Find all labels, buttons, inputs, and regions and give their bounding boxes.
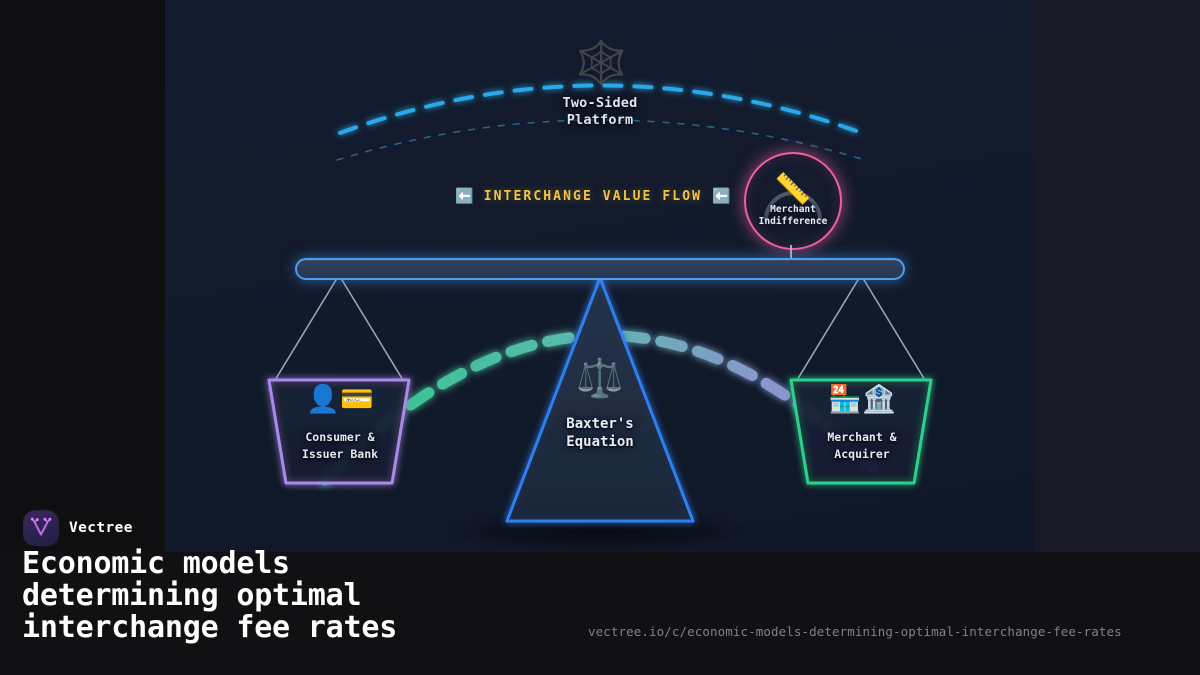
person-silhouette-icon: 👤: [306, 384, 340, 415]
fulcrum-label-line2: Equation: [566, 434, 634, 450]
platform-label: Two-Sided Platform: [470, 95, 730, 129]
right-pan-label-line1: Merchant &: [827, 430, 897, 444]
platform-label-line2: Platform: [566, 112, 634, 128]
right-pan-icons: 🏪🏦: [822, 383, 902, 417]
footer-background: [0, 552, 1200, 675]
left-pan-icons: 👤💳: [300, 383, 380, 417]
credit-card-icon: 💳: [340, 384, 374, 415]
vectree-logo-glyph: [30, 517, 52, 536]
merchant-indifference-label: Merchant Indifference: [736, 204, 850, 228]
page-title: Economic models determining optimal inte…: [22, 548, 662, 644]
merchant-indifference-line2: Indifference: [758, 216, 828, 227]
fulcrum-label-line1: Baxter's: [566, 416, 634, 432]
interchange-value-flow-label: INTERCHANGE VALUE FLOW: [483, 188, 703, 204]
left-pan-label-line1: Consumer &: [305, 430, 375, 444]
brand-block: Vectree: [24, 511, 133, 545]
straight-ruler-icon: 📏: [774, 172, 812, 207]
bank-icon: 🏦: [862, 384, 896, 415]
interchange-value-flow-banner: ⬅️ INTERCHANGE VALUE FLOW ⬅️: [455, 184, 731, 208]
right-arrow-icon: ⬅️: [712, 186, 731, 205]
source-url: vectree.io/c/economic-models-determining…: [588, 624, 1122, 639]
gauge-arc-icon: [764, 191, 822, 222]
balance-beam: [295, 258, 905, 280]
spider-web-icon: 🕸️: [575, 38, 628, 87]
page-title-line2: determining optimal: [22, 578, 362, 613]
right-pan-label: Merchant & Acquirer: [786, 429, 938, 463]
brand-name: Vectree: [69, 520, 133, 536]
convenience-store-icon: 🏪: [828, 384, 862, 415]
fulcrum-label: Baxter's Equation: [500, 415, 700, 451]
left-pan-label-line2: Issuer Bank: [301, 447, 379, 461]
left-pan-label: Consumer & Issuer Bank: [264, 429, 416, 463]
left-arrow-icon: ⬅️: [455, 186, 474, 205]
merchant-indifference-line1: Merchant: [770, 204, 816, 215]
right-pan-label-line2: Acquirer: [834, 447, 890, 461]
merchant-indifference-badge: 📏 Merchant Indifference: [744, 152, 842, 250]
platform-label-line1: Two-Sided: [562, 95, 638, 111]
balance-scale-icon: ⚖️: [576, 356, 624, 400]
vectree-logo: [24, 511, 58, 545]
page-title-line3: interchange fee rates: [22, 610, 398, 645]
page-title-line1: Economic models: [22, 546, 290, 581]
